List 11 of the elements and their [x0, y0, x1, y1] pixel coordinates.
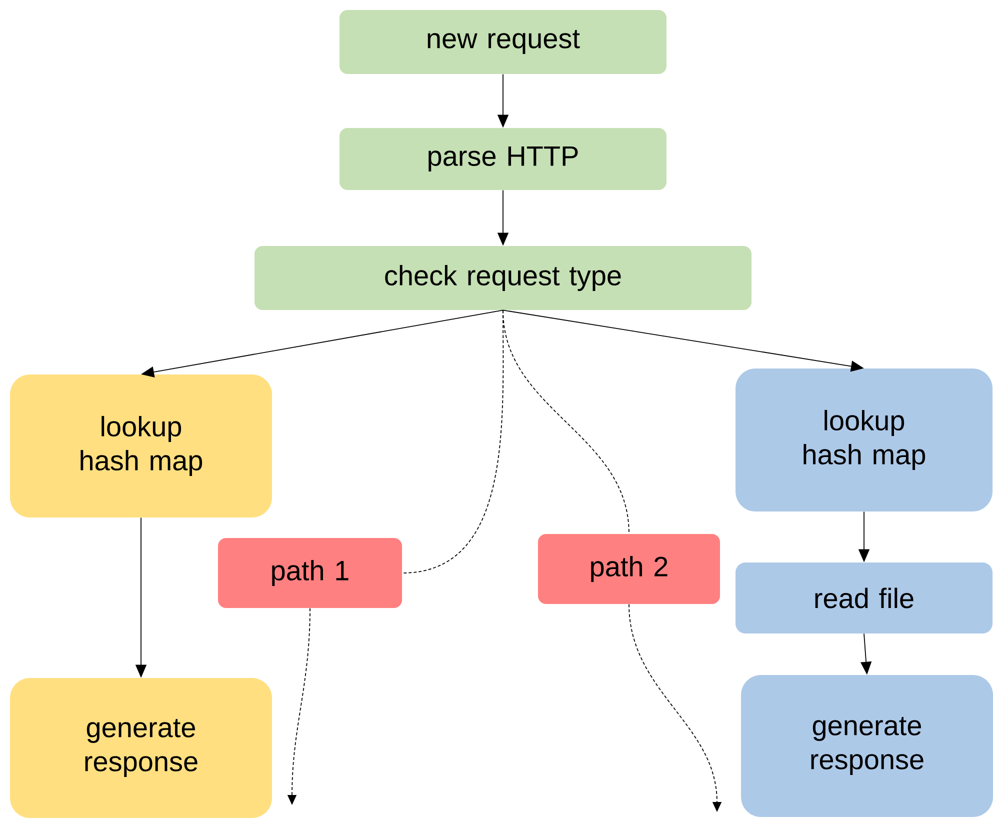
process-box: lookup hash map — [736, 368, 992, 512]
process-box: generate response — [741, 675, 993, 817]
process-box: new request — [340, 10, 666, 74]
process-box: generate response — [10, 678, 272, 818]
process-box: lookup hash map — [10, 374, 272, 518]
connector-line — [502, 310, 630, 534]
path-label-box: path 2 — [538, 534, 720, 604]
process-box: parse HTTP — [340, 128, 666, 190]
process-box: read file — [736, 562, 992, 634]
path-label-box: path 1 — [218, 538, 402, 608]
process-box: check request type — [254, 246, 752, 310]
